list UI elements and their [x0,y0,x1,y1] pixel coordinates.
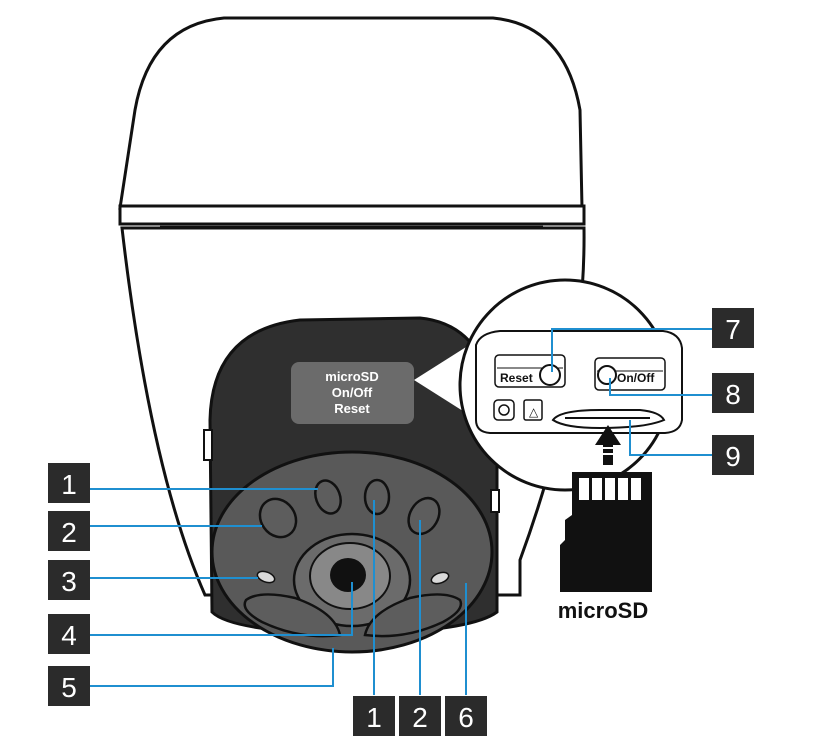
warning-icon: △ [529,405,539,419]
ir-led-bump [407,496,441,536]
callout-1-left: 1 [48,463,90,503]
camera-top-cap [118,16,586,229]
callout-number: 1 [61,469,77,500]
callout-number: 9 [725,441,741,472]
callout-7-right: 7 [712,308,754,348]
reset-label: Reset [500,371,533,385]
status-light-left [256,570,276,584]
callout-6-bottom: 6 [445,696,487,736]
callout-number: 8 [725,379,741,410]
callout-number: 1 [366,702,382,733]
callout-number: 4 [61,620,77,651]
power-button [597,365,617,385]
callout-4-left: 4 [48,614,90,654]
callout-number: 2 [61,517,77,548]
port-inset-zoom: Reset On/Off △ [458,278,683,492]
camera-lens [330,558,366,592]
callout-8-right: 8 [712,373,754,413]
settings-icon [493,399,515,421]
callout-1-bottom: 1 [353,696,395,736]
callout-number: 7 [725,314,741,345]
callout-2-bottom: 2 [399,696,441,736]
light-sensor-bump [314,479,342,515]
callout-number: 2 [412,702,428,733]
onoff-label: On/Off [617,371,655,385]
callout-number: 5 [61,672,77,703]
callout-3-left: 3 [48,560,90,600]
sd-card-icon [523,399,543,421]
port-label-panel: microSD On/Off Reset [291,342,474,424]
panel-label-microsd: microSD [325,369,378,384]
callouts: 1 2 3 4 5 1 2 6 [48,308,754,736]
insert-arrow [595,425,621,465]
status-light-right [430,571,450,585]
callout-2-left: 2 [48,511,90,551]
callout-number: 6 [458,702,474,733]
panel-label-onoff: On/Off [332,385,373,400]
microsd-card-label: microSD [558,598,648,623]
callout-5-left: 5 [48,666,90,706]
reset-button [539,364,561,386]
ir-led-bump [258,497,298,539]
callout-9-right: 9 [712,435,754,475]
leader-lines [90,328,712,695]
callout-number: 3 [61,566,77,597]
lens-face [210,450,494,654]
light-sensor-bump [363,478,391,516]
microsd-card: microSD [558,472,652,623]
speaker-grille-right [363,593,463,638]
panel-label-reset: Reset [334,401,370,416]
